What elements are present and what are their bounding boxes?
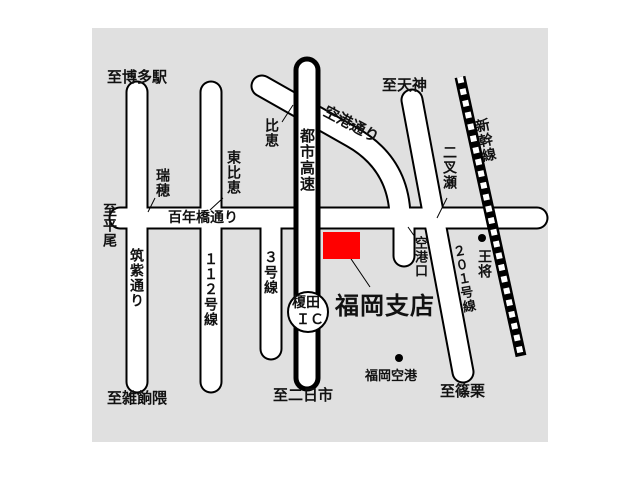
label-futamatase: 二叉瀬 (441, 145, 457, 190)
label-enokida-ic-1: 榎田 (292, 295, 320, 311)
label-route-3: ３号線 (262, 250, 278, 295)
road-kuko-dori (252, 76, 410, 225)
label-to-tenjin: 至天神 (382, 76, 428, 94)
ic-circle (287, 291, 329, 333)
label-to-hakata: 至博多駅 (107, 68, 168, 86)
label-enokida-ic-2: ＩＣ (296, 312, 324, 328)
label-to-zasshonokuma: 至雑餉隈 (107, 389, 168, 407)
label-kukoguchi: 空港口 (412, 236, 427, 278)
label-route-112: １１２号線 (202, 252, 218, 327)
railway-outline (454, 75, 527, 358)
label-higashi-hie: 東比恵 (225, 150, 241, 195)
osho-dot (478, 234, 486, 242)
label-toshi-kosoku: 都市高速 (298, 128, 316, 192)
label-chikushi-dori: 筑紫通り (128, 248, 144, 308)
label-osho: 王将 (476, 249, 492, 279)
label-hyakunenbashi-dori: 百年橋通り (168, 210, 238, 226)
label-to-hirao: 至平尾 (101, 203, 117, 248)
roads (110, 76, 547, 392)
label-fukuoka-airport: 福岡空港 (365, 369, 418, 384)
label-mizuho: 瑞穂 (154, 168, 170, 198)
airport-dot (395, 354, 403, 362)
label-to-sasaguri: 至篠栗 (440, 382, 486, 400)
label-to-futsukaichi: 至二日市 (273, 386, 334, 404)
road-route-201 (402, 90, 473, 382)
label-hie: 比恵 (263, 118, 279, 148)
office-marker (323, 232, 360, 259)
label-office: 福岡支店 (335, 292, 435, 320)
